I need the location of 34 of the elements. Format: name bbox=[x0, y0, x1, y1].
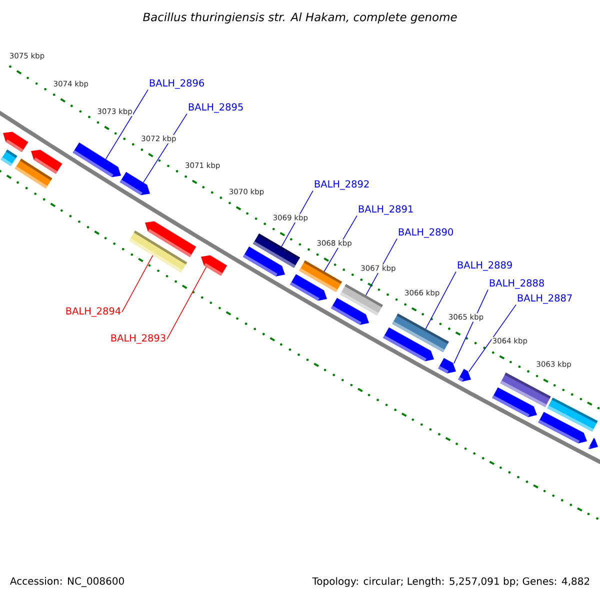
gene-label: BALH_2889 bbox=[458, 261, 512, 271]
gene-block bbox=[438, 358, 456, 374]
accession-text: Accession: NC_008600 bbox=[10, 577, 124, 587]
gene-block bbox=[3, 132, 28, 152]
gene-block bbox=[72, 142, 121, 178]
gene-block bbox=[31, 150, 62, 174]
gene-block bbox=[547, 398, 598, 432]
gene-block bbox=[458, 368, 471, 382]
leader-line bbox=[425, 271, 456, 330]
gene-block bbox=[120, 172, 150, 196]
leader-line bbox=[105, 89, 148, 160]
leader-line bbox=[166, 266, 207, 340]
gene-block bbox=[392, 313, 449, 352]
gene-block bbox=[588, 438, 598, 450]
leader-line bbox=[453, 289, 488, 364]
gene-block bbox=[0, 150, 18, 166]
leader-line bbox=[468, 304, 516, 372]
genome-info-text: Topology: circular; Length: 5,257,091 bp; Genes: 4,882 bbox=[312, 577, 590, 587]
gene-block bbox=[500, 372, 551, 408]
gene-label: BALH_2896 bbox=[150, 79, 204, 89]
gene-label: BALH_2894 bbox=[66, 307, 120, 317]
gene-block bbox=[252, 233, 300, 268]
gene-block bbox=[145, 221, 196, 258]
gene-label: BALH_2887 bbox=[518, 294, 572, 304]
gene-label: BALH_2892 bbox=[314, 180, 369, 190]
gene-block bbox=[340, 284, 383, 316]
gene-label: BALH_2891 bbox=[358, 205, 413, 215]
gene-label: BALH_2893 bbox=[111, 334, 166, 344]
title: Bacillus thuringiensis str. Al Hakam, complete genome bbox=[143, 12, 457, 24]
gene-label: BALH_2888 bbox=[490, 279, 544, 289]
gene-block bbox=[299, 260, 342, 292]
gene-block bbox=[201, 255, 228, 276]
gene-label: BALH_2895 bbox=[188, 103, 243, 113]
gene-label: BALH_2890 bbox=[398, 228, 453, 238]
